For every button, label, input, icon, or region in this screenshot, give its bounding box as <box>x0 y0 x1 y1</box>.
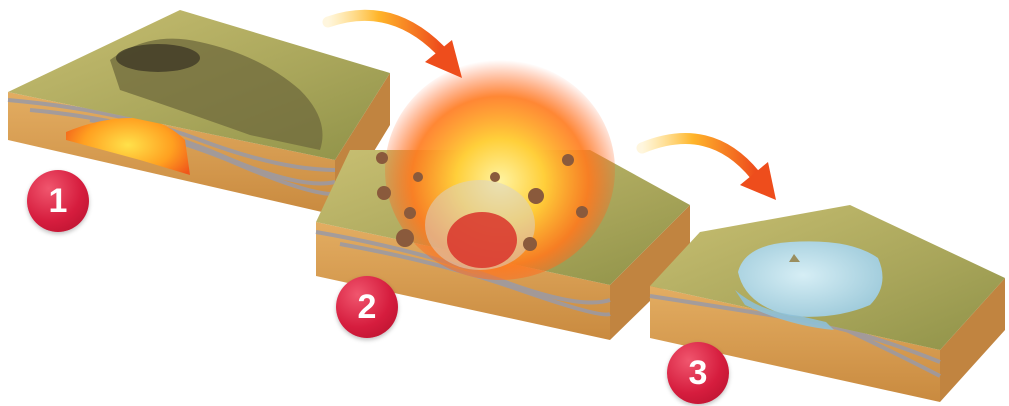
volcano-crater <box>116 44 200 72</box>
step-badge-2: 2 <box>336 276 398 338</box>
lava-core <box>447 212 517 268</box>
step-badge-1: 1 <box>27 170 89 232</box>
step-badge-3: 3 <box>667 342 729 404</box>
